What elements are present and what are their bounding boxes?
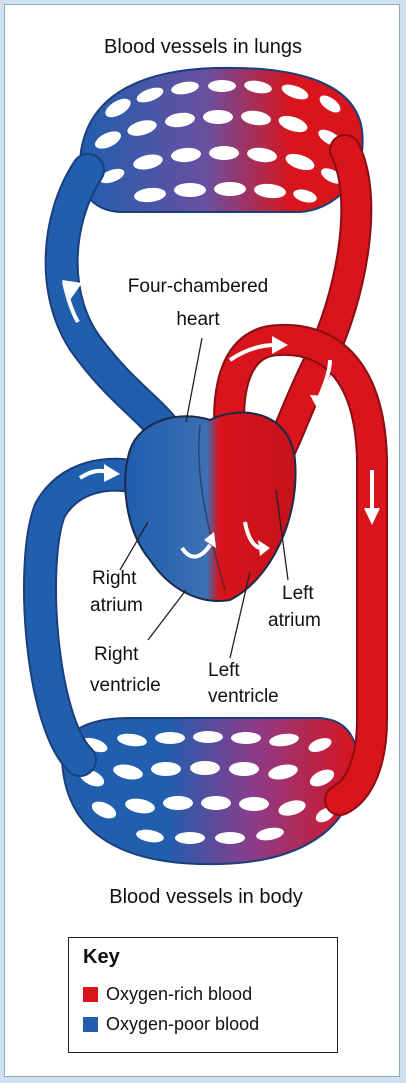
key-item-oxygen-rich: Oxygen-rich blood [83, 984, 252, 1005]
left-ventricle-label-line2: ventricle [208, 686, 279, 708]
heart-label-line2: heart [98, 309, 298, 331]
body-capillaries [62, 718, 357, 864]
heart [125, 413, 295, 601]
left-atrium-label-line1: Left [282, 583, 314, 605]
heart-label-line1: Four-chambered [98, 276, 298, 298]
key-item-oxygen-poor: Oxygen-poor blood [83, 1014, 259, 1035]
left-atrium-label-line2: atrium [268, 610, 321, 632]
body-label: Blood vessels in body [56, 886, 356, 908]
right-ventricle-label-line2: ventricle [90, 675, 161, 697]
lungs-label: Blood vessels in lungs [60, 36, 346, 58]
right-atrium-label-line1: Right [92, 568, 136, 590]
key-title: Key [83, 946, 120, 969]
oxygen-poor-swatch [83, 1017, 98, 1032]
left-ventricle-label-line1: Left [208, 660, 240, 682]
right-atrium-label-line2: atrium [90, 595, 143, 617]
key-item-label: Oxygen-rich blood [106, 984, 252, 1005]
key-item-label: Oxygen-poor blood [106, 1014, 259, 1035]
key-legend: Key Oxygen-rich blood Oxygen-poor blood [68, 937, 338, 1053]
oxygen-rich-swatch [83, 987, 98, 1002]
right-ventricle-label-line1: Right [94, 644, 138, 666]
lung-capillaries [80, 68, 363, 212]
